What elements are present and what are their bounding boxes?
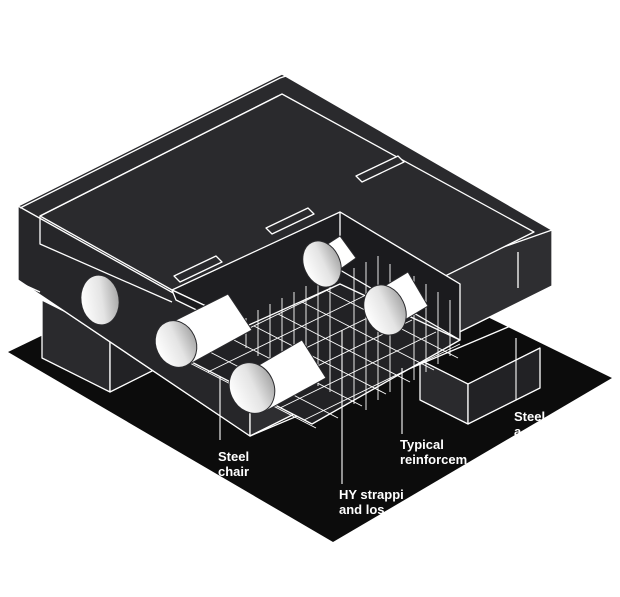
duct-back — [302, 235, 357, 288]
duct-middle — [363, 271, 429, 336]
duct-opening — [80, 274, 120, 326]
duct-front — [228, 339, 327, 414]
label-steel-chair: Steel chair — [218, 449, 253, 479]
access-slot — [355, 155, 405, 183]
label-steel-right: Steel a — [514, 409, 549, 439]
label-hy-strapping: HY strappi and los — [339, 487, 407, 517]
access-slot — [173, 255, 223, 283]
access-slot — [265, 207, 315, 235]
duct-left — [154, 293, 253, 368]
label-typical-reinforcement: Typical reinforcem — [400, 437, 467, 467]
